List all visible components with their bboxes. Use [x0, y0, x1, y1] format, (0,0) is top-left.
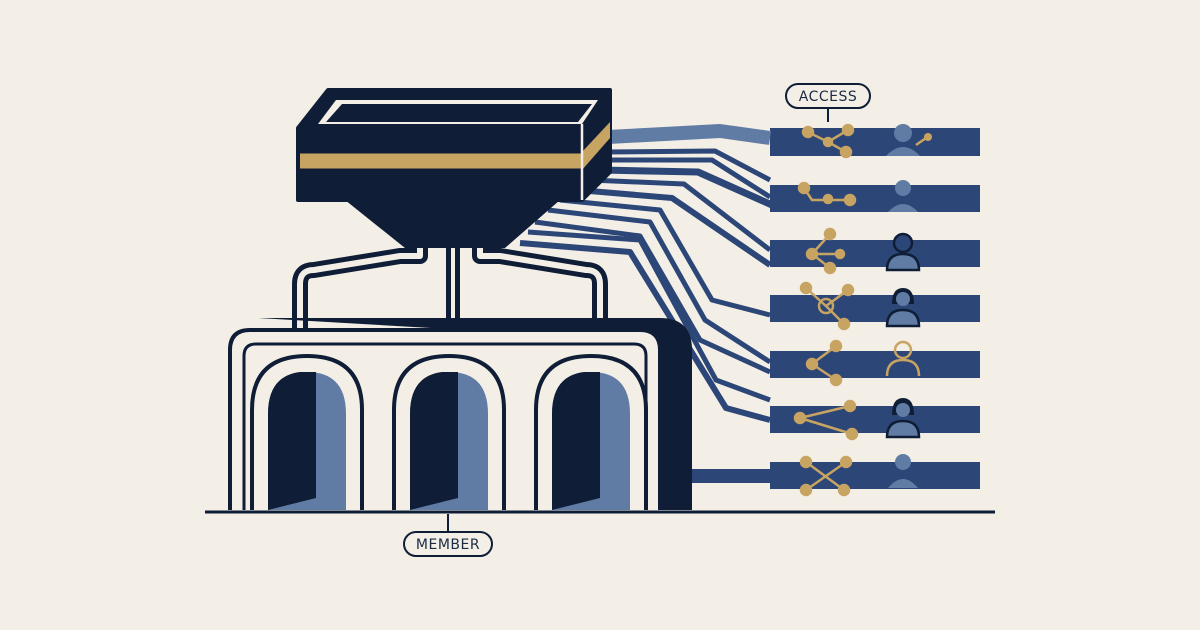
branch-node-icon: [793, 399, 859, 441]
access-bar: [770, 295, 980, 322]
person-icon: [886, 124, 932, 156]
hopper: [296, 88, 612, 248]
access-bar: [770, 240, 980, 267]
branch-node-icon: [801, 123, 855, 159]
person-icon: [888, 180, 918, 212]
branch-node-icon: [805, 339, 843, 387]
branch-node-icons: [793, 123, 859, 497]
access-label: ACCESS: [799, 89, 858, 105]
branch-node-icon: [799, 281, 855, 331]
person-icons: [885, 124, 932, 488]
person-icon: [885, 288, 921, 328]
member-tag: MEMBER: [403, 514, 493, 557]
access-bars: [770, 128, 980, 489]
access-tag: ACCESS: [785, 83, 871, 122]
pipes: [292, 246, 608, 332]
branch-node-icon: [805, 227, 846, 275]
branch-node-icon: [797, 181, 857, 207]
person-icon: [888, 454, 918, 488]
arch-doorway: [534, 353, 648, 510]
branch-node-icon: [799, 455, 853, 497]
member-label: MEMBER: [416, 537, 480, 553]
member-arches: [228, 318, 692, 510]
access-bar: [770, 128, 980, 156]
person-icon: [885, 340, 921, 377]
person-icon: [885, 232, 921, 272]
arch-doorway: [250, 353, 364, 510]
person-icon: [885, 398, 921, 439]
access-bar: [770, 351, 980, 378]
access-connectors: [519, 124, 774, 483]
arch-doorway: [392, 353, 506, 510]
